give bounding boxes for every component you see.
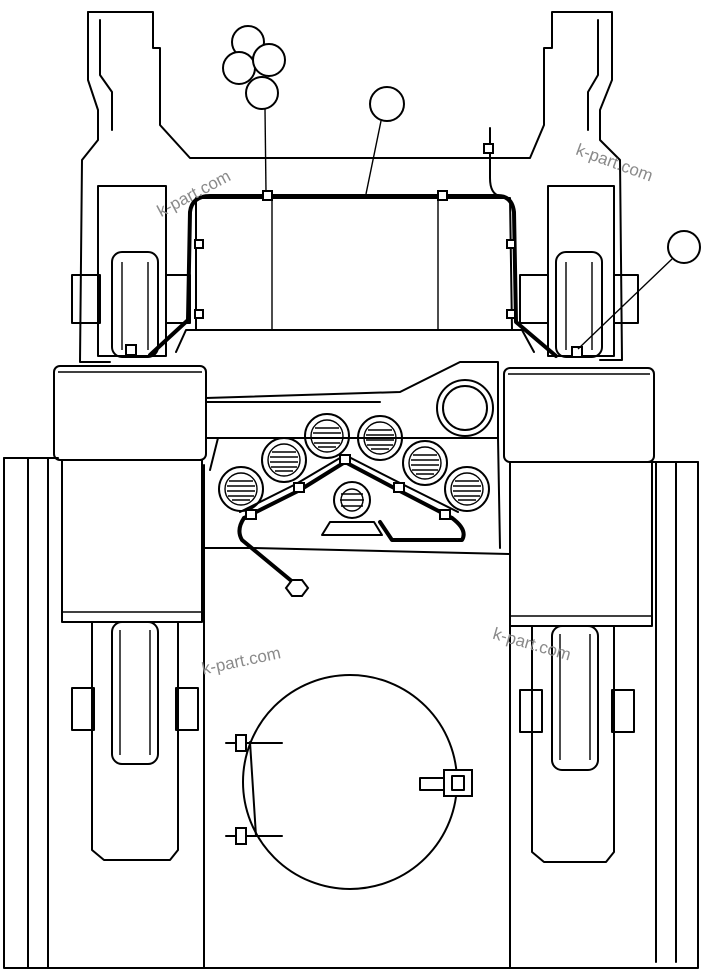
left-lower-idler [71, 621, 199, 861]
swivel-joint [321, 481, 383, 536]
right-lower-idler [519, 625, 635, 863]
right-cylinder [503, 367, 655, 627]
hose-fitting [261, 437, 307, 483]
chevron-hose-bundle [237, 454, 466, 597]
hose-fitting [304, 413, 350, 459]
callout-balloon-center [365, 86, 405, 195]
callout-balloon-left-cluster [222, 25, 286, 193]
hose-fittings [218, 413, 490, 512]
hose-fitting [357, 415, 403, 461]
hose-fitting [402, 440, 448, 486]
callout-balloon-right [577, 230, 701, 350]
left-cylinder [53, 365, 207, 623]
access-cover [225, 674, 473, 890]
hose-fitting [218, 466, 264, 512]
upper-central-box [175, 197, 535, 353]
callout-balloons [222, 25, 701, 350]
hose-fitting [444, 466, 490, 512]
upper-hose-routing [125, 127, 583, 358]
upper-frame [79, 11, 623, 363]
